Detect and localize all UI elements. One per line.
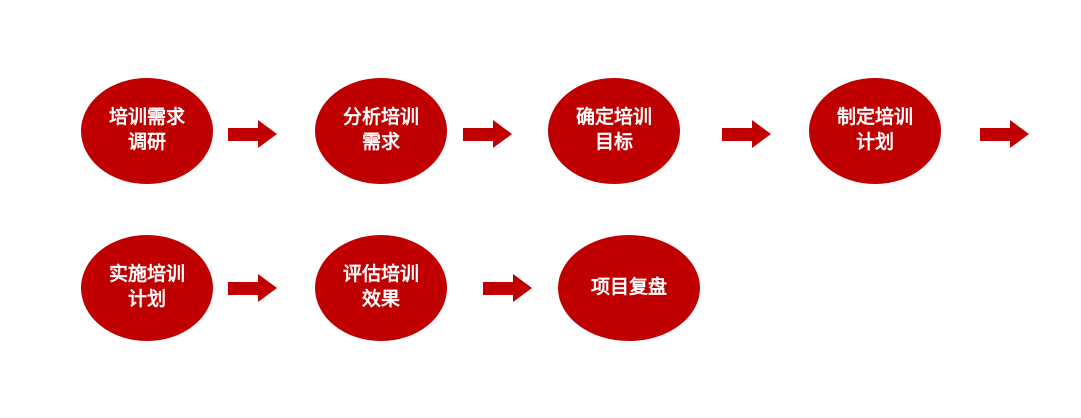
arrow-head — [493, 120, 512, 148]
node-label: 评估培训 — [342, 264, 419, 286]
arrow-right-icon — [722, 120, 771, 148]
arrow-right-icon — [980, 120, 1029, 148]
node-label: 计划 — [855, 132, 894, 153]
node-label: 实施培训 — [108, 264, 185, 286]
node-label: 项目复盘 — [590, 276, 667, 298]
arrow-head — [513, 274, 532, 302]
arrow-head — [752, 120, 771, 148]
node-project-review: 项目复盘 — [558, 235, 700, 341]
arrow-head — [1010, 120, 1029, 148]
arrow-right-icon — [228, 274, 277, 302]
arrow-shaft — [980, 127, 1010, 141]
arrow-shaft — [722, 127, 752, 141]
arrow-shaft — [463, 127, 493, 141]
node-label: 计划 — [127, 289, 166, 310]
node-label: 效果 — [361, 289, 400, 310]
node-analyze-training-needs: 分析培训 需求 — [315, 78, 447, 184]
node-training-needs-research: 培训需求 调研 — [81, 78, 213, 184]
arrow-shaft — [228, 127, 258, 141]
arrow-head — [258, 120, 277, 148]
arrow-shaft — [483, 281, 513, 295]
node-evaluate-training-effect: 评估培训 效果 — [315, 235, 447, 341]
arrow-right-icon — [463, 120, 512, 148]
node-label: 分析培训 — [342, 107, 419, 129]
node-label: 制定培训 — [836, 107, 913, 129]
node-label: 确定培训 — [575, 107, 652, 129]
node-label: 目标 — [594, 132, 633, 153]
node-label: 调研 — [127, 132, 166, 153]
arrow-right-icon — [228, 120, 277, 148]
node-implement-training-plan: 实施培训 计划 — [81, 235, 213, 341]
arrow-shaft — [228, 281, 258, 295]
node-define-training-goals: 确定培训 目标 — [548, 78, 680, 184]
node-label: 需求 — [361, 132, 400, 153]
arrow-head — [258, 274, 277, 302]
node-create-training-plan: 制定培训 计划 — [809, 78, 941, 184]
arrow-right-icon — [483, 274, 532, 302]
node-label: 培训需求 — [108, 107, 185, 129]
